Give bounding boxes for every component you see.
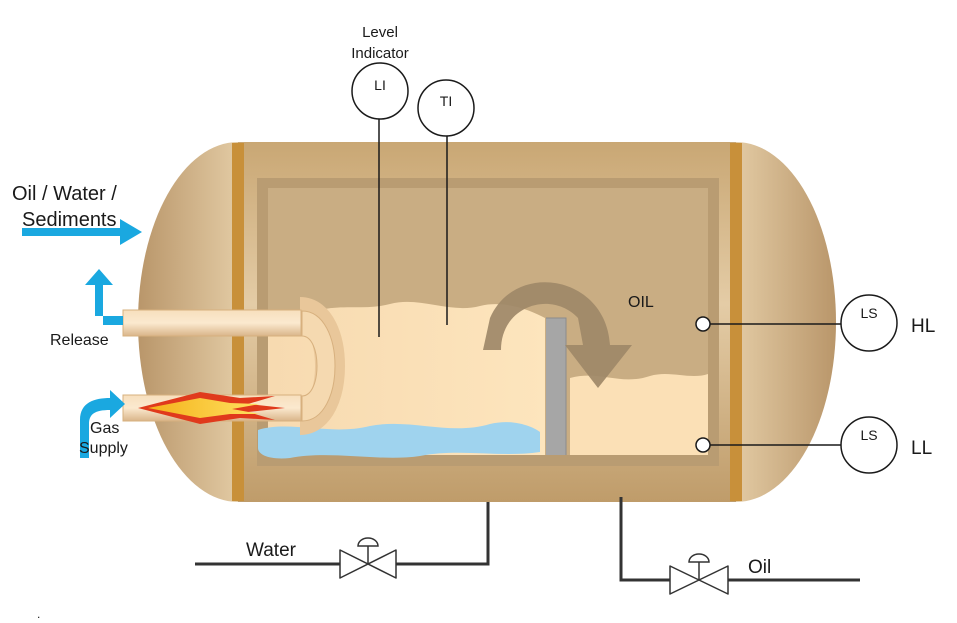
instrument-ls-low: LS bbox=[840, 416, 898, 474]
oil-emulsion-right bbox=[570, 374, 708, 455]
oil-outlet-line bbox=[619, 497, 860, 582]
inlet-label-line2: Sediments bbox=[22, 209, 117, 231]
oil-inside-label: OIL bbox=[628, 294, 654, 311]
release-pipe bbox=[122, 309, 302, 337]
instrument-ti-tag: TI bbox=[440, 93, 452, 109]
weir bbox=[546, 318, 566, 455]
water-layer bbox=[258, 422, 540, 459]
level-indicator-label-line2: Indicator bbox=[351, 45, 409, 62]
level-switch-low-point bbox=[695, 437, 711, 453]
gas-supply-arrow-icon bbox=[80, 390, 125, 458]
stray-dot: . bbox=[37, 607, 40, 621]
instrument-ls-high: LS bbox=[840, 294, 898, 352]
water-valve-icon[interactable] bbox=[339, 537, 397, 579]
oil-valve-icon[interactable] bbox=[669, 553, 729, 595]
weir-plate bbox=[546, 317, 567, 455]
instrument-lines bbox=[378, 119, 841, 446]
flow-arrow bbox=[483, 282, 632, 388]
fire-tube bbox=[122, 297, 345, 435]
instrument-li: LI bbox=[351, 62, 409, 120]
level-indicator-label-line1: Level bbox=[362, 24, 398, 41]
release-arrow-icon bbox=[85, 269, 123, 325]
instrument-ti: TI bbox=[417, 79, 475, 137]
gas-supply-label-line1: Gas bbox=[90, 420, 119, 437]
level-switch-high-point bbox=[695, 316, 711, 332]
water-outlet-line bbox=[195, 502, 490, 566]
instrument-li-tag: LI bbox=[374, 77, 386, 93]
instrument-ls-low-tag: LS bbox=[860, 427, 877, 443]
water-outlet-label: Water bbox=[246, 540, 297, 561]
release-label: Release bbox=[50, 332, 109, 349]
gas-supply-label-line2: Supply bbox=[79, 440, 128, 457]
vessel-band-right bbox=[730, 143, 742, 501]
high-level-label: HL bbox=[911, 316, 935, 337]
inlet-arrow-icon bbox=[22, 219, 142, 245]
flame-icon bbox=[138, 392, 285, 424]
instrument-ls-high-tag: LS bbox=[860, 305, 877, 321]
oil-outlet-label: Oil bbox=[748, 557, 771, 578]
inlet-label-line1: Oil / Water / bbox=[12, 183, 117, 205]
low-level-label: LL bbox=[911, 438, 932, 459]
